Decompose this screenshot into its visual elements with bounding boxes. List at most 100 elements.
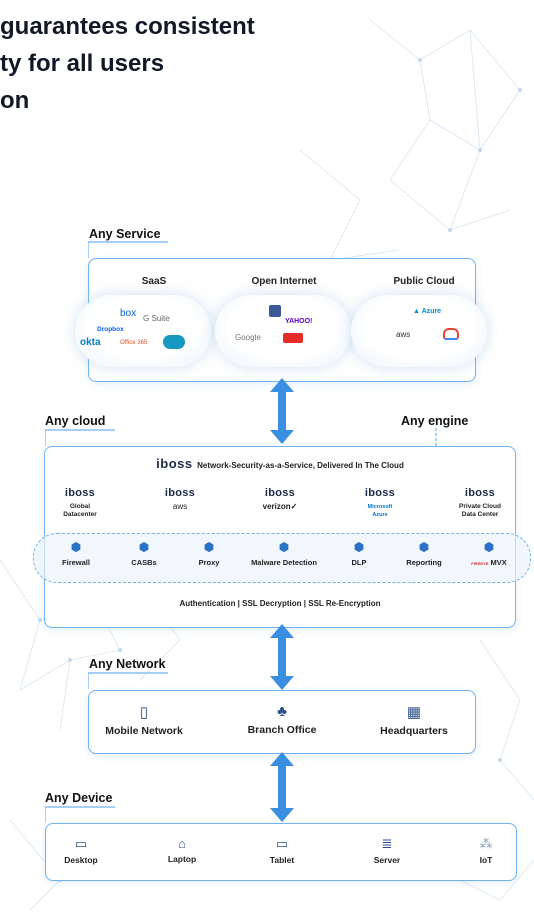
node-brand: iboss [464,487,496,499]
arrow-cloud-to-network [270,624,294,690]
node-sub2: Data Center [461,511,499,518]
node-sub2: Azure [372,512,388,518]
public-cloud-title: Public Cloud [393,276,455,287]
cube-icon: ⬢ [353,540,365,554]
laptop-icon: ⌂ [178,836,186,851]
service-mvx: ⬢ FIREEYE MVX [459,540,519,567]
arrow-network-to-device [270,752,294,822]
iot-icon: ⁂ [479,836,493,851]
cube-icon: ⬢ [70,540,82,554]
node-sub1: Microsoft [367,504,393,510]
google-logo: Google [235,333,261,342]
node-brand: iboss [164,487,196,499]
cube-icon: ⬢ [138,540,150,554]
service-label: CASBs [131,558,157,567]
cube-icon: ⬢ [418,540,430,554]
box-logo: box [120,308,137,319]
any-engine-label: Any engine [401,414,469,428]
mobile-icon: ▯ [139,704,149,721]
device-item-iot: ⁂ IoT [461,836,511,865]
device-label: Laptop [167,854,197,864]
network-item-hq: ▦ Headquarters [369,703,459,737]
engine-node-azure: iboss Microsoft Azure [345,487,415,519]
tablet-icon: ▭ [275,836,289,851]
engine-node-verizon: iboss verizon✓ [245,487,315,511]
engine-panel: iboss Network-Security-as-a-Service, Del… [33,446,531,628]
node-sub1: Global [69,503,91,510]
engine-node-private: iboss Private Cloud Data Center [445,487,515,519]
network-label: Headquarters [380,725,448,737]
engine-brand: iboss [156,456,193,471]
org-chart-icon: ♣ [277,703,287,720]
youtube-logo-icon [283,333,303,343]
cube-icon: ⬢ [483,540,495,554]
device-label: Tablet [269,855,295,865]
any-device-panel: ▭ Desktop ⌂ Laptop ▭ Tablet ≣ Server ⁂ I… [45,823,517,881]
engine-tagline: Network-Security-as-a-Service, Delivered… [197,461,404,470]
device-item-tablet: ▭ Tablet [257,836,307,865]
headline-line-1: guarantees consistent [0,13,255,40]
dropbox-logo: Dropbox [97,326,124,333]
any-network-label: Any Network [89,657,166,671]
node-brand: iboss [264,487,296,499]
cube-icon: ⬢ [278,540,290,554]
service-mvx-label: FIREEYE MVX [459,558,519,567]
any-service-label: Any Service [89,227,161,241]
building-icon: ▦ [406,704,422,721]
headline-line-3: on [0,87,30,114]
public-cloud-cloud: ▲ Azure aws [351,295,487,367]
engine-footer: Authentication | SSL Decryption | SSL Re… [179,599,381,608]
any-service-connector [88,241,168,258]
desktop-icon: ▭ [74,836,88,851]
node-sub1: verizon✓ [262,502,298,511]
device-label: Server [373,855,401,865]
any-network-panel: ▯ Mobile Network ♣ Branch Office ▦ Headq… [88,690,476,754]
headline: guarantees consistent ty for all users o… [0,8,255,119]
salesforce-logo-icon [163,335,185,349]
azure-logo: ▲ Azure [413,308,442,315]
arrow-service-to-cloud [270,378,294,444]
azure-logo-text: Azure [421,308,442,315]
service-reporting: ⬢ Reporting [394,540,454,567]
node-sub1: aws [172,502,188,511]
cube-icon: ⬢ [203,540,215,554]
services-band: ⬢ Firewall ⬢ CASBs ⬢ Proxy ⬢ Malware Det… [33,533,531,583]
engine-header: iboss Network-Security-as-a-Service, Del… [45,455,515,473]
network-label: Branch Office [247,724,317,736]
saas-cloud: box G Suite Dropbox okta Office 365 [75,295,211,367]
any-cloud-label: Any cloud [45,414,106,428]
device-label: IoT [479,855,493,865]
node-sub1: Private Cloud [459,503,501,510]
any-service-panel: SaaS box G Suite Dropbox okta Office 365… [75,258,487,382]
device-label: Desktop [64,855,98,865]
node-sub2: Datacenter [63,511,97,518]
network-item-mobile: ▯ Mobile Network [99,703,189,737]
service-casbs: ⬢ CASBs [114,540,174,567]
engine-node-aws: iboss aws [145,487,215,511]
any-device-label: Any Device [45,791,113,805]
google-cloud-logo-icon [443,328,459,340]
any-cloud-connector [45,429,115,446]
any-network-connector [88,672,168,689]
network-label: Mobile Network [105,725,183,737]
facebook-logo-icon [269,305,281,317]
fireeye-logo: FIREEYE [471,561,489,566]
mvx-text: MVX [490,558,507,567]
service-label: DLP [351,558,367,567]
open-internet-title: Open Internet [251,276,317,287]
node-brand: iboss [364,487,396,499]
aws-logo: aws [396,330,411,339]
saas-title: SaaS [141,276,167,287]
service-firewall: ⬢ Firewall [46,540,106,567]
service-label: Proxy [198,558,220,567]
office365-logo: Office 365 [120,340,148,346]
headline-line-2: ty for all users [0,50,165,77]
service-proxy: ⬢ Proxy [179,540,239,567]
device-item-desktop: ▭ Desktop [56,836,106,865]
service-label: Firewall [62,558,90,567]
server-icon: ≣ [381,836,393,851]
engine-node-global: iboss Global Datacenter [45,487,115,519]
device-item-server: ≣ Server [362,836,412,865]
open-internet-cloud: YAHOO! Google [215,295,351,367]
service-dlp: ⬢ DLP [334,540,384,567]
